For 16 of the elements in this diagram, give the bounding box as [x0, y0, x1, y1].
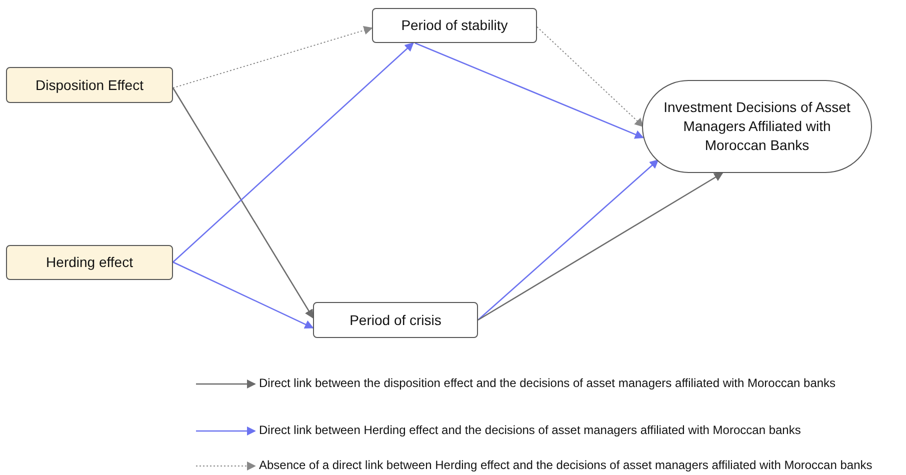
arrow — [172, 88, 314, 319]
period-box: Period of crisis — [313, 302, 478, 338]
factor-box: Disposition Effect — [6, 67, 173, 103]
period-box: Period of stability — [372, 8, 537, 43]
arrow — [172, 42, 414, 263]
outcome-pill: Investment Decisions of Asset Managers Affiliated with Moroccan Banks — [642, 80, 872, 173]
legend-text: Absence of a direct link between Herding effect and the decisions of asset managers affiliated with Moroccan banks — [259, 458, 872, 472]
arrow — [414, 42, 644, 139]
arrow — [478, 159, 659, 320]
legend-text: Direct link between Herding effect and the decisions of asset managers affiliated with Moroccan banks — [259, 423, 801, 437]
arrow — [172, 262, 314, 329]
arrow — [172, 26, 373, 88]
factor-box: Herding effect — [6, 245, 173, 280]
legend-text: Direct link between the disposition effect and the decisions of asset managers affiliated with Moroccan banks — [259, 376, 836, 390]
arrow — [536, 26, 644, 128]
arrow — [478, 172, 724, 321]
